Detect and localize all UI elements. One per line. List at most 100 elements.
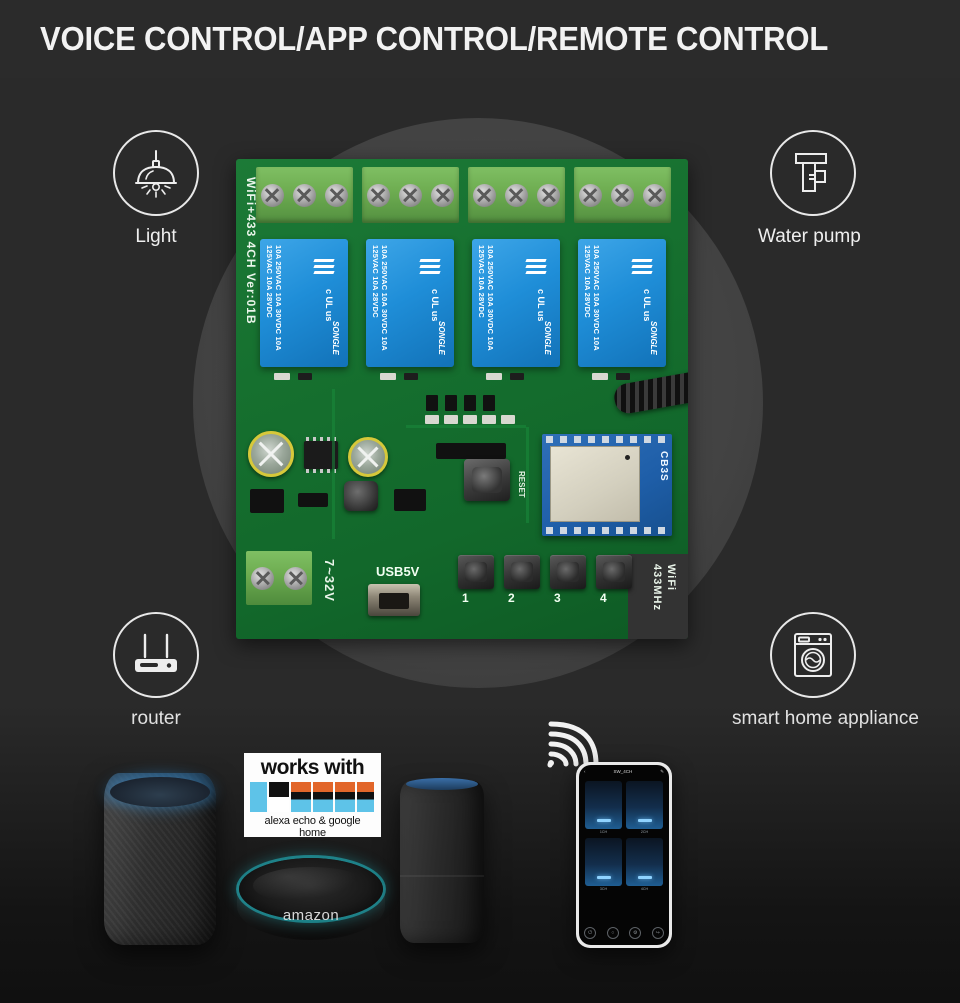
power-input-label: 7~32V: [322, 559, 337, 602]
ifttt-block: [269, 782, 289, 812]
relay-4: 10A 250VAC 10A 30VDC 10A 125VAC 10A 28VD…: [578, 239, 666, 367]
reset-button[interactable]: [464, 459, 510, 501]
module-shield: [550, 446, 640, 522]
terminal-screw: [504, 183, 528, 207]
channel-button-label: 1: [462, 591, 469, 605]
smart-speaker: [104, 773, 216, 945]
badge-top-text: works with: [260, 756, 365, 779]
smd-part: [298, 373, 312, 380]
micro-usb-port: [368, 584, 420, 616]
terminal-screw: [251, 566, 274, 590]
switch-indicator: [637, 876, 652, 879]
badge-bottom-text: alexa echo & google home: [264, 815, 361, 839]
relay-brand: SONGLE: [331, 321, 340, 355]
terminal-screw: [284, 566, 307, 590]
tile-surface: [585, 781, 622, 829]
terminal-screw: [537, 183, 561, 207]
app-tabbar: ⏻ ○ ⚙ ↪: [579, 924, 669, 942]
ul-mark: c UL us: [324, 288, 334, 321]
inductor: [344, 481, 378, 511]
relay-1: 10A 250VAC 10A 30VDC 10A 125VAC 10A 28VD…: [260, 239, 348, 367]
pin-header: [436, 443, 506, 459]
feature-light: Light: [111, 130, 201, 248]
pencil-icon[interactable]: ✎: [660, 768, 664, 774]
terminal-screw: [260, 183, 284, 207]
relay-markings: 10A 250VAC 10A 30VDC 10A 125VAC 10A 28VD…: [477, 245, 495, 351]
ifttt-block: [291, 782, 311, 812]
module-label: CB3S: [658, 451, 669, 482]
terminal-screw: [431, 183, 455, 207]
relay-brand: SONGLE: [543, 321, 552, 355]
ul-mark: c UL us: [536, 288, 546, 321]
relay-markings: 10A 250VAC 10A 30VDC 10A 125VAC 10A 28VD…: [371, 245, 389, 351]
switch-indicator: [596, 819, 611, 822]
smd-part: [483, 395, 495, 411]
songle-logo-icon: [525, 259, 547, 277]
smd-part: [426, 395, 438, 411]
screw-terminal-4: [574, 167, 671, 223]
relay-markings: 10A 250VAC 10A 30VDC 10A 125VAC 10A 28VD…: [583, 245, 601, 351]
pcb-trace: [332, 389, 335, 539]
smd-part: [444, 415, 458, 424]
screw-terminal-2: [362, 167, 459, 223]
channel-tile-4[interactable]: 4CH: [626, 838, 663, 891]
smd-part: [592, 373, 608, 380]
channel-button-1[interactable]: [458, 555, 494, 589]
terminal-screw: [325, 183, 349, 207]
smd-part: [501, 415, 515, 424]
songle-logo-icon: [313, 259, 335, 277]
smd-part: [482, 415, 496, 424]
cylinder-speaker: [400, 778, 484, 943]
ifttt-block: [335, 782, 355, 812]
channel-button-2[interactable]: [504, 555, 540, 589]
smd-part: [404, 373, 418, 380]
channel-button-label: 4: [600, 591, 607, 605]
power-icon[interactable]: ⏻: [584, 927, 597, 939]
phone-screen: ‹ SW_4CH ✎ 1CH 2CH 3CH: [579, 765, 669, 945]
pcb-trace: [526, 427, 529, 523]
channel-label: 4CH: [640, 887, 649, 891]
songle-logo-icon: [631, 259, 653, 277]
relay-2: 10A 250VAC 10A 30VDC 10A 125VAC 10A 28VD…: [366, 239, 454, 367]
smd-part: [274, 373, 290, 380]
ifttt-block: [357, 782, 374, 812]
page-title: VOICE CONTROL/APP CONTROL/REMOTE CONTROL: [40, 20, 829, 57]
wifi-waves-icon: [540, 718, 602, 770]
smd-part: [463, 415, 477, 424]
relay-3: 10A 250VAC 10A 30VDC 10A 125VAC 10A 28VD…: [472, 239, 560, 367]
board-silkscreen-wifi: WiFi 433MHz: [651, 564, 677, 611]
back-arrow-icon[interactable]: ‹: [584, 769, 586, 774]
tile-surface: [626, 781, 663, 829]
module-pads: [546, 436, 668, 443]
channel-tile-1[interactable]: 1CH: [585, 781, 622, 834]
module-pads: [546, 527, 668, 534]
relay-brand: SONGLE: [649, 321, 658, 355]
channel-tile-2[interactable]: 2CH: [626, 781, 663, 834]
channel-label: 1CH: [599, 830, 608, 834]
works-with-badge: works with alexa echo & google home: [244, 753, 381, 839]
settings-icon[interactable]: ⚙: [629, 927, 642, 939]
feature-label: Light: [135, 226, 177, 247]
channel-tile-3[interactable]: 3CH: [585, 838, 622, 891]
smd-part: [298, 493, 328, 507]
terminal-screw: [292, 183, 316, 207]
tile-surface: [585, 838, 622, 886]
phone-mockup: ‹ SW_4CH ✎ 1CH 2CH 3CH: [576, 762, 672, 948]
ul-mark: c UL us: [642, 288, 652, 321]
timer-icon[interactable]: ○: [606, 927, 619, 939]
board-silkscreen-model: WiFi+433 4CH Ver:01B: [244, 177, 258, 325]
channel-button-3[interactable]: [550, 555, 586, 589]
switch-indicator: [596, 876, 611, 879]
app-title: SW_4CH: [613, 769, 633, 774]
washing-machine-icon: [770, 612, 856, 698]
feature-water-pump: Water pump: [758, 130, 861, 248]
electrolytic-capacitor: [348, 437, 388, 477]
ul-mark: c UL us: [430, 288, 440, 321]
terminal-screw: [610, 183, 634, 207]
board-notch: [628, 554, 688, 639]
smd-part: [380, 373, 396, 380]
channel-button-4[interactable]: [596, 555, 632, 589]
channel-button-label: 2: [508, 591, 515, 605]
share-icon[interactable]: ↪: [651, 927, 664, 939]
